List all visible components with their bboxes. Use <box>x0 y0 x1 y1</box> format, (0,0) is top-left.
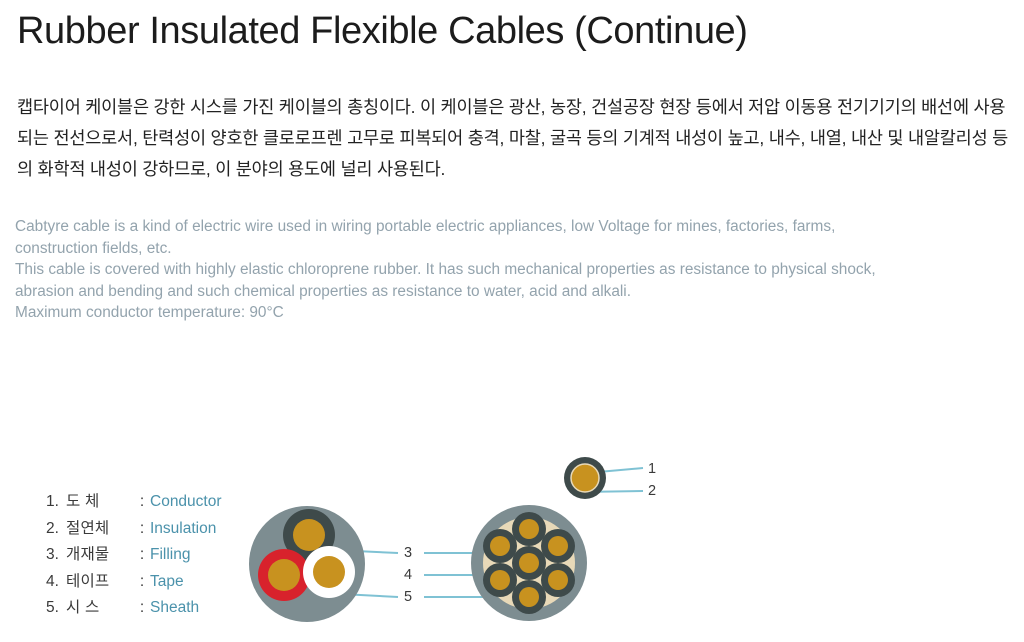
cable-legend-list: 1. 도 체 : Conductor 2. 절연체 : Insulation 3… <box>46 489 222 622</box>
cable-sheath <box>249 506 365 622</box>
english-paragraph-2: This cable is covered with highly elasti… <box>15 261 876 300</box>
seven-core-cable <box>471 505 587 621</box>
core-conductor <box>268 559 300 591</box>
legend-english-label: Conductor <box>150 493 222 510</box>
core <box>512 546 546 580</box>
core <box>512 580 546 614</box>
single-core-cable <box>564 457 606 499</box>
core-conductor <box>313 556 345 588</box>
callout-label-1: 1 <box>648 461 657 477</box>
core-insulation <box>541 563 575 597</box>
legend-colon: : <box>139 599 145 616</box>
core <box>483 563 517 597</box>
legend-number: 2. <box>46 519 59 537</box>
list-item: 4. 테이프 : Tape <box>46 569 222 596</box>
english-paragraph-1: Cabtyre cable is a kind of electric wire… <box>15 218 836 257</box>
core-conductor <box>490 536 510 556</box>
core-conductor <box>490 570 510 590</box>
core-insulation-dark <box>283 509 335 561</box>
core-insulation-white <box>303 546 355 598</box>
list-item: 5. 시 스 : Sheath <box>46 595 222 622</box>
core-conductor <box>293 519 325 551</box>
core-insulation <box>483 529 517 563</box>
english-description: Cabtyre cable is a kind of electric wire… <box>15 216 915 324</box>
legend-korean-label: 도 체 <box>66 493 100 510</box>
legend-number: 4. <box>46 572 59 590</box>
list-item: 2. 절연체 : Insulation <box>46 516 222 543</box>
korean-description: 캡타이어 케이블은 강한 시스를 가진 케이블의 총칭이다. 이 케이블은 광산… <box>17 97 1009 179</box>
core-insulation <box>512 580 546 614</box>
page-title: Rubber Insulated Flexible Cables (Contin… <box>17 10 748 52</box>
legend-english-label: Insulation <box>150 519 217 537</box>
core-red <box>258 549 310 601</box>
core-dark <box>283 509 335 561</box>
callout-label-5: 5 <box>404 589 413 605</box>
core-conductor <box>519 587 539 607</box>
legend-korean-label: 개재물 <box>66 546 110 563</box>
core-conductor <box>548 570 568 590</box>
callout-label-2: 2 <box>648 483 657 499</box>
core-conductor <box>548 536 568 556</box>
legend-english-label: Tape <box>150 572 184 590</box>
core-insulation <box>541 529 575 563</box>
legend-number: 3. <box>46 546 59 563</box>
legend-korean-label: 시 스 <box>66 599 100 616</box>
three-core-cable <box>249 506 365 622</box>
legend-number: 1. <box>46 493 59 510</box>
leader-line-5-left <box>302 591 399 598</box>
core-insulation <box>483 563 517 597</box>
leader-lines <box>302 467 644 598</box>
callout-label-4: 4 <box>404 567 413 583</box>
list-item: 3. 개재물 : Filling <box>46 542 222 569</box>
sheath-insulation-ring <box>564 457 606 499</box>
core-insulation-red <box>258 549 310 601</box>
leader-line-3-left <box>312 548 399 554</box>
cable-sheath <box>471 505 587 621</box>
english-max-temperature: Maximum conductor temperature: 90°C <box>15 304 284 321</box>
legend-colon: : <box>139 493 145 510</box>
list-item: 1. 도 체 : Conductor <box>46 489 222 516</box>
legend-english-label: Filling <box>150 546 191 563</box>
core-white <box>303 546 355 598</box>
callout-label-3: 3 <box>404 545 413 561</box>
core-conductor <box>519 553 539 573</box>
legend-english-label: Sheath <box>150 599 200 616</box>
core <box>512 512 546 546</box>
legend-korean-label: 테이프 <box>66 572 110 590</box>
core <box>483 529 517 563</box>
core-insulation <box>512 512 546 546</box>
legend-colon: : <box>139 546 145 563</box>
filling-layer <box>483 517 575 609</box>
legend-number: 5. <box>46 599 59 616</box>
leader-line-1 <box>586 467 644 474</box>
conductor-core <box>570 463 600 493</box>
legend-colon: : <box>139 519 145 537</box>
core <box>541 563 575 597</box>
leader-line-2 <box>579 490 644 493</box>
legend-colon: : <box>139 572 145 590</box>
core <box>541 529 575 563</box>
core-conductor <box>519 519 539 539</box>
legend-korean-label: 절연체 <box>66 519 110 537</box>
core-insulation <box>512 546 546 580</box>
